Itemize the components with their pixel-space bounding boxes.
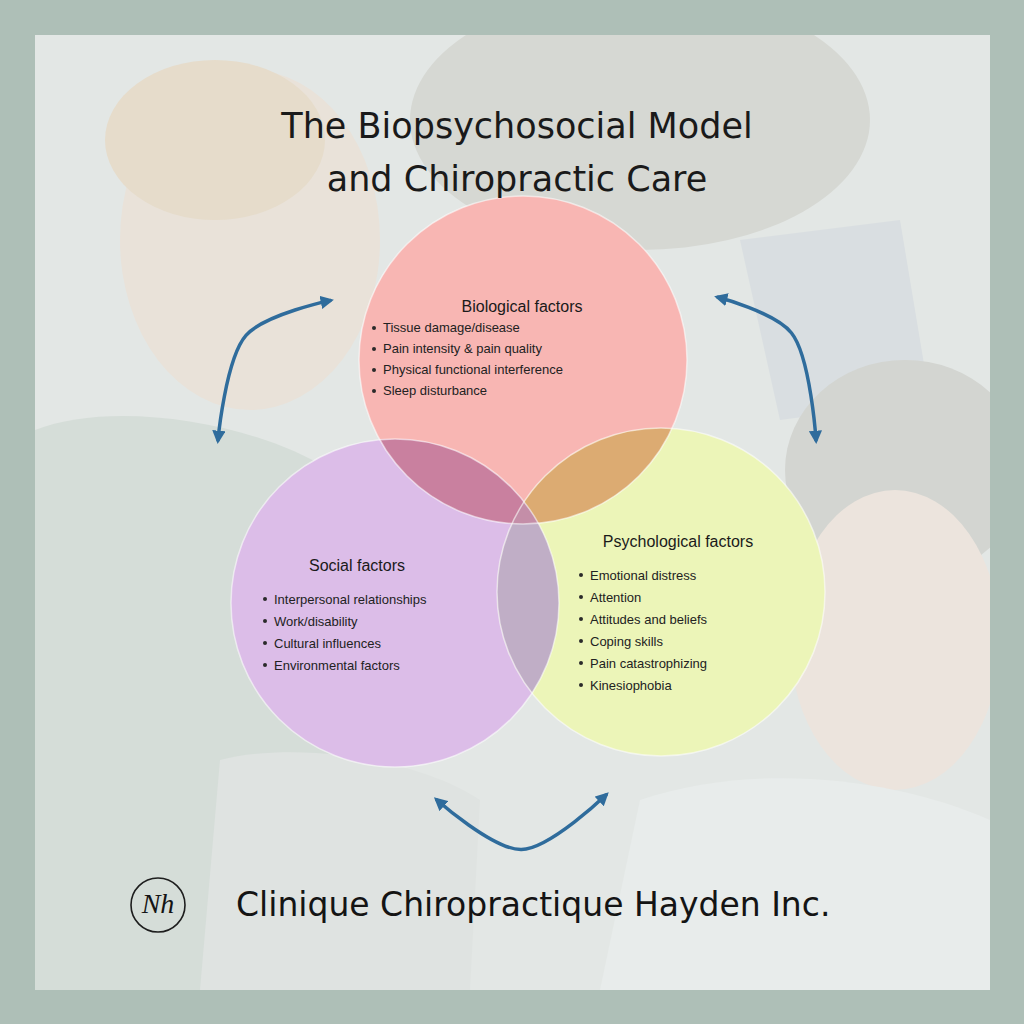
logo-monogram: Nh xyxy=(142,888,175,919)
bullet-row: Sleep disturbance xyxy=(372,380,563,401)
overlap-clip xyxy=(231,439,559,767)
heading-wrap: Biological factors xyxy=(462,298,583,316)
logo-ring xyxy=(131,878,185,932)
bullet-row: Cultural influences xyxy=(263,632,426,654)
bullet-dot xyxy=(579,661,583,665)
clinic-name: Clinique Chiropractique Hayden Inc. xyxy=(236,885,830,924)
bullet-text: Pain catastrophizing xyxy=(590,656,707,671)
bullet-text: Interpersonal relationships xyxy=(274,592,426,607)
overlap-clip xyxy=(497,428,825,756)
overlap-region xyxy=(231,439,559,767)
circle-heading: Biological factors xyxy=(462,298,583,315)
bullet-row: Pain intensity & pain quality xyxy=(372,338,563,359)
bullet-text: Coping skills xyxy=(590,634,663,649)
overlap-clip xyxy=(497,428,825,756)
circle-edge xyxy=(497,428,825,756)
bullet-text: Emotional distress xyxy=(590,568,696,583)
bullet-text: Cultural influences xyxy=(274,636,381,651)
bullet-dot xyxy=(263,597,267,601)
bullet-list: Tissue damage/diseasePain intensity & pa… xyxy=(372,317,563,401)
overlap-clip xyxy=(497,428,825,756)
bullet-text: Physical functional interference xyxy=(383,362,563,377)
circle-heading: Psychological factors xyxy=(603,533,753,550)
overlap-clip xyxy=(497,428,825,756)
bullet-list: Emotional distressAttentionAttitudes and… xyxy=(579,564,707,696)
faded-figures xyxy=(35,35,990,990)
heading-wrap: Social factors xyxy=(309,557,405,575)
bullet-dot xyxy=(372,389,376,393)
bullet-row: Coping skills xyxy=(579,630,707,652)
woman-shirt xyxy=(600,778,990,990)
bullet-text: Work/disability xyxy=(274,614,358,629)
venn-circle: Psychological factorsEmotional distressA… xyxy=(496,427,826,757)
bullet-text: Sleep disturbance xyxy=(383,383,487,398)
bullet-dot xyxy=(372,347,376,351)
bullet-text: Attention xyxy=(590,590,641,605)
bullet-text: Tissue damage/disease xyxy=(383,320,520,335)
bullet-dot xyxy=(579,617,583,621)
bullet-dot xyxy=(372,326,376,330)
circle-heading: Social factors xyxy=(309,557,405,574)
title: The Biopsychosocial Model and Chiropract… xyxy=(265,100,770,206)
bullet-dot xyxy=(263,663,267,667)
circle-edge xyxy=(359,196,687,524)
bullet-dot xyxy=(372,368,376,372)
bullet-row: Work/disability xyxy=(263,610,426,632)
bullet-dot xyxy=(263,619,267,623)
overlap-region xyxy=(497,428,825,756)
circle-outline xyxy=(496,427,826,757)
double-arrow xyxy=(437,795,606,850)
bullet-text: Attitudes and beliefs xyxy=(590,612,707,627)
bullet-row: Pain catastrophizing xyxy=(579,652,707,674)
bullet-dot xyxy=(579,573,583,577)
bullet-row: Tissue damage/disease xyxy=(372,317,563,338)
bullet-row: Interpersonal relationships xyxy=(263,588,426,610)
bullet-dot xyxy=(579,639,583,643)
bullet-list: Interpersonal relationshipsWork/disabili… xyxy=(263,588,426,676)
heading-wrap: Psychological factors xyxy=(603,533,753,551)
double-arrow xyxy=(218,301,330,440)
overlap-region xyxy=(497,428,825,756)
arm-shape xyxy=(200,752,480,990)
bullet-row: Environmental factors xyxy=(263,654,426,676)
title-wrap: The Biopsychosocial Model and Chiropract… xyxy=(265,100,770,206)
bullet-row: Attention xyxy=(579,586,707,608)
bullet-text: Environmental factors xyxy=(274,658,400,673)
label-wrap: Clinique Chiropractique Hayden Inc. xyxy=(236,885,830,925)
circle-edge xyxy=(231,439,559,767)
label-wrap: Nh xyxy=(142,887,175,921)
bullet-dot xyxy=(579,683,583,687)
bullet-row: Emotional distress xyxy=(579,564,707,586)
woman-face xyxy=(790,490,990,790)
circle-fill xyxy=(497,428,825,756)
bullet-dot xyxy=(579,595,583,599)
double-arrow xyxy=(718,297,816,440)
bullet-text: Pain intensity & pain quality xyxy=(383,341,542,356)
bullet-row: Physical functional interference xyxy=(372,359,563,380)
bullet-text: Kinesiophobia xyxy=(590,678,672,693)
bullet-row: Kinesiophobia xyxy=(579,674,707,696)
overlap-region xyxy=(497,428,825,756)
bullet-dot xyxy=(263,641,267,645)
bullet-row: Attitudes and beliefs xyxy=(579,608,707,630)
